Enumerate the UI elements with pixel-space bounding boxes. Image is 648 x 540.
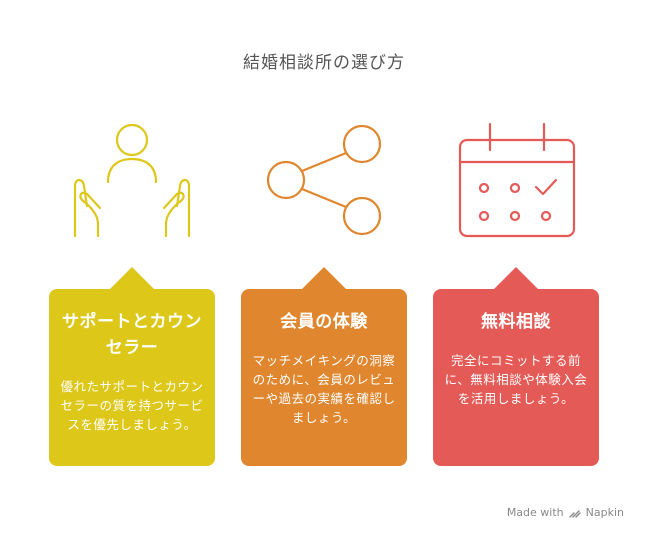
- share-icon: [266, 124, 382, 236]
- made-with-label: Made with: [506, 506, 564, 519]
- card-description: マッチメイキングの洞察のために、会員のレビューや過去の実績を確認しましょう。: [252, 353, 396, 425]
- footer-credit: Made with Napkin: [507, 506, 624, 519]
- card-description: 完全にコミットする前に、無料相談や体験入会を活用しましょう。: [444, 353, 588, 406]
- card-member-experience: 会員の体験 マッチメイキングの洞察のために、会員のレビューや過去の実績を確認しま…: [241, 267, 407, 466]
- card-description: 優れたサポートとカウンセラーの質を持つサービスを優先しましょう。: [60, 379, 204, 432]
- card-support: サポートとカウンセラー 優れたサポートとカウンセラーの質を持つサービスを優先しま…: [49, 267, 215, 466]
- calendar-icon: [458, 122, 576, 238]
- card-title: 無料相談: [481, 312, 551, 332]
- page-title: 結婚相談所の選び方: [243, 53, 405, 73]
- card-title: 会員の体験: [280, 312, 368, 332]
- card-free-consultation: 無料相談 完全にコミットする前に、無料相談や体験入会を活用しましょう。: [433, 267, 599, 466]
- napkin-logo-icon: [568, 509, 581, 518]
- napkin-brand: Napkin: [585, 506, 624, 519]
- card-title: サポートとカウンセラー: [62, 312, 202, 358]
- hands-person-icon: [73, 123, 191, 238]
